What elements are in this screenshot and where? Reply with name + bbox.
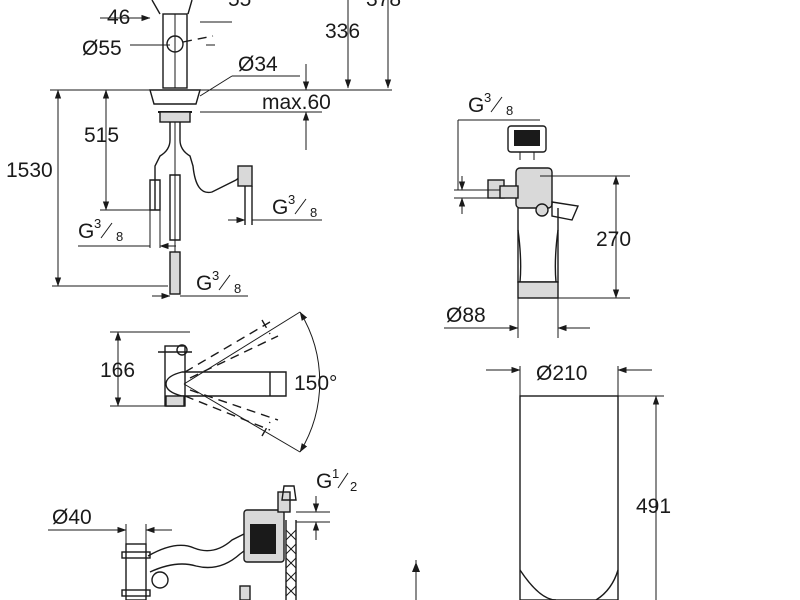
dim-166: 166 bbox=[100, 359, 135, 382]
drain-dimensions: Ø40 G 1 2 bbox=[48, 466, 357, 544]
thread-label-g38-valve: G 3 8 bbox=[272, 192, 317, 220]
boiler-tank-view bbox=[519, 395, 619, 600]
dim-max-60: max.60 bbox=[262, 91, 331, 114]
svg-text:G: G bbox=[196, 272, 212, 295]
dim-angle-150: 150° bbox=[294, 372, 337, 395]
dim-336: 336 bbox=[325, 20, 360, 43]
svg-text:3: 3 bbox=[212, 268, 219, 283]
dim-diameter-34: Ø34 bbox=[238, 53, 278, 76]
svg-text:8: 8 bbox=[116, 229, 123, 244]
dim-diameter-88: Ø88 bbox=[446, 304, 486, 327]
dim-diameter-210: Ø210 bbox=[536, 362, 587, 385]
swivel-top-view: 150° 166 bbox=[100, 311, 337, 453]
thread-label-g38-unit: G 3 8 bbox=[468, 90, 513, 118]
connection-hose bbox=[147, 533, 249, 573]
svg-text:2: 2 bbox=[350, 479, 357, 494]
angle-valve bbox=[237, 165, 253, 187]
svg-text:G: G bbox=[78, 220, 94, 243]
svg-text:8: 8 bbox=[310, 205, 317, 220]
control-unit-dimensions: G 3 8 270 Ø88 bbox=[444, 90, 631, 338]
thread-label-g12: G 1 2 bbox=[316, 466, 357, 494]
svg-text:G: G bbox=[468, 94, 484, 117]
spout-swivel-up bbox=[184, 321, 279, 379]
svg-text:3: 3 bbox=[94, 216, 101, 231]
supply-hoses bbox=[154, 122, 247, 210]
dim-270: 270 bbox=[596, 228, 631, 251]
spout-outline bbox=[151, 0, 193, 15]
svg-text:8: 8 bbox=[234, 281, 241, 296]
thread-label-g38-left: G 3 8 bbox=[78, 216, 123, 244]
svg-text:3: 3 bbox=[288, 192, 295, 207]
dim-46: 46 bbox=[107, 6, 130, 29]
dim-diameter-55: Ø55 bbox=[82, 37, 122, 60]
lever-handle bbox=[166, 35, 184, 53]
faucet-dimensions: 46 55 Ø55 Ø34 336 378 max.60 515 1530 bbox=[6, 0, 401, 300]
boiler-dimensions: Ø210 491 bbox=[412, 362, 671, 600]
svg-text:G: G bbox=[272, 196, 288, 219]
dim-1530: 1530 bbox=[6, 159, 53, 182]
dim-378: 378 bbox=[366, 0, 401, 11]
drain-pipe bbox=[125, 543, 147, 600]
faucet-base bbox=[149, 89, 201, 105]
display-unit bbox=[507, 125, 547, 153]
filter-cylinder bbox=[517, 208, 559, 283]
svg-text:G: G bbox=[316, 470, 332, 493]
faucet-elevation-view bbox=[149, 0, 253, 295]
dim-55: 55 bbox=[228, 0, 251, 11]
dim-515: 515 bbox=[84, 124, 119, 147]
dim-491: 491 bbox=[636, 495, 671, 518]
filter-head bbox=[515, 167, 553, 209]
dim-diameter-40: Ø40 bbox=[52, 506, 92, 529]
boiler-tank bbox=[519, 395, 619, 600]
svg-text:8: 8 bbox=[506, 103, 513, 118]
spout-swivel-down bbox=[184, 389, 279, 431]
svg-text:1: 1 bbox=[332, 466, 339, 481]
drain-assembly-view bbox=[121, 485, 297, 600]
thread-label-g38-bottom: G 3 8 bbox=[196, 268, 241, 296]
swivel-angle-arc bbox=[299, 311, 321, 453]
control-unit-view bbox=[487, 125, 579, 299]
svg-text:3: 3 bbox=[484, 90, 491, 105]
